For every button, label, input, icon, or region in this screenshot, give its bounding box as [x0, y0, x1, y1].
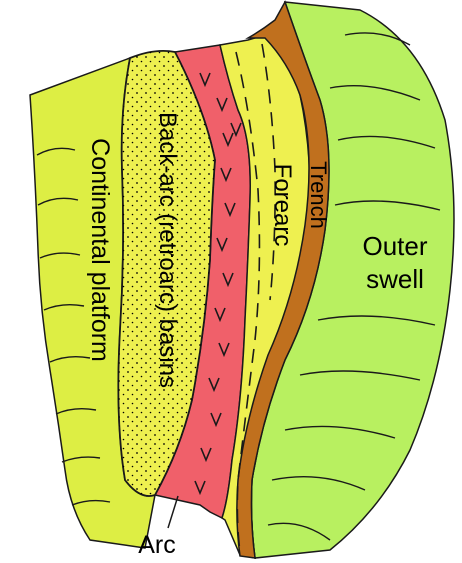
back-arc-label: Back-arc (retroarc) basins	[154, 112, 181, 388]
arc-label: Arc	[138, 531, 176, 559]
outer-swell-label-line1: Outer	[362, 231, 427, 261]
forearc-label: Forearc	[269, 164, 296, 247]
arc-leader-line	[168, 496, 178, 528]
trench-label: Trench	[306, 161, 331, 229]
continental-platform-label: Continental platform	[86, 138, 114, 362]
outer-swell-label-line2: swell	[366, 264, 424, 294]
